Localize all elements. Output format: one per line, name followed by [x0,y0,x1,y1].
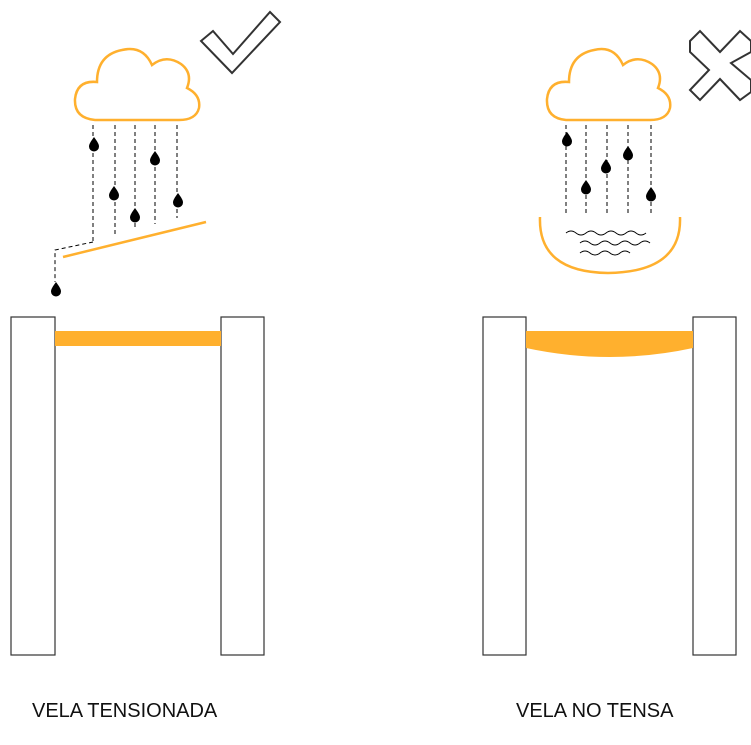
post-right [220,316,265,656]
water-waves [565,230,651,256]
cross-icon [688,29,751,102]
sail-sagging [526,331,693,357]
caption-tensioned: VELA TENSIONADA [32,700,218,722]
rain-drops [562,132,656,202]
raindrop-icon [623,146,633,161]
rain-lines [54,125,178,282]
caption-not-tensioned: VELA NO TENSA [516,700,674,722]
raindrop-icon [173,193,183,208]
raindrop-icon [646,187,656,202]
post-left [10,316,56,656]
raindrop-icon [601,159,611,174]
rain-drops [51,137,183,297]
panel-not-tensioned [482,29,751,656]
raindrop-icon [581,180,591,195]
tilted-sail [62,220,207,259]
panel-tensioned [10,10,282,656]
raindrop-icon [150,151,160,166]
raindrop-icon [89,137,99,152]
sail-flat [55,331,221,346]
raindrop-icon [562,132,572,147]
raindrop-icon [109,186,119,201]
raindrop-icon [130,208,140,223]
check-icon [199,10,282,75]
water-pool [538,216,682,275]
raindrop-icon [51,282,61,297]
post-right [692,316,737,656]
cloud-icon [73,47,201,122]
cloud-icon [545,47,672,122]
post-left [482,316,527,656]
